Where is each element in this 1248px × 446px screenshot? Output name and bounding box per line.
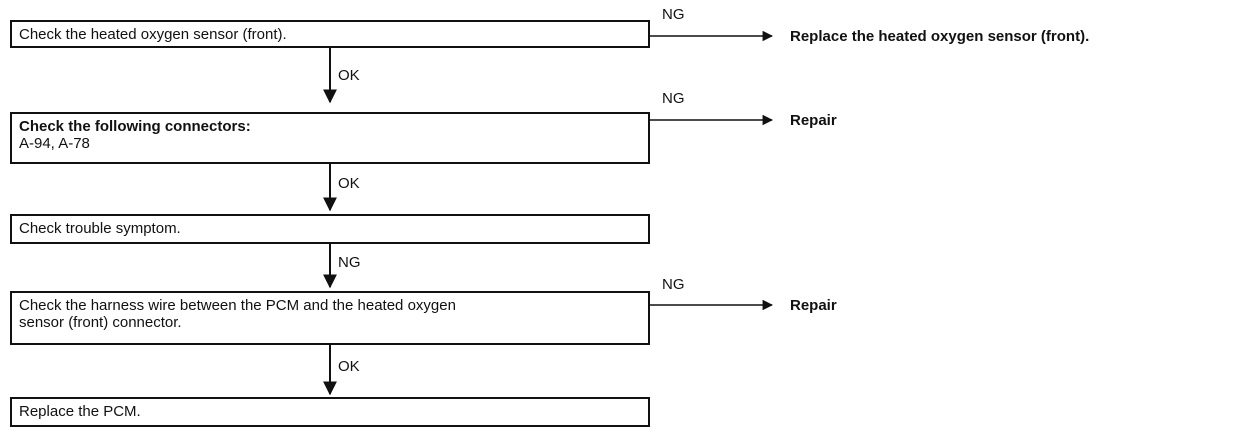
step-2-title: Check the following connectors: [19, 118, 251, 135]
step-4-line-2: sensor (front) connector. [19, 314, 182, 331]
step-box-5: Replace the PCM. [10, 397, 650, 427]
side-label-2: NG [662, 90, 685, 107]
step-4-line-1: Check the harness wire between the PCM a… [19, 297, 456, 314]
down-label-1: OK [338, 67, 360, 84]
step-3-text: Check trouble symptom. [19, 220, 181, 237]
step-1-text: Check the heated oxygen sensor (front). [19, 26, 287, 43]
step-box-2: Check the following connectors: A-94, A-… [10, 112, 650, 164]
down-label-2: OK [338, 175, 360, 192]
down-label-4: OK [338, 358, 360, 375]
step-box-3: Check trouble symptom. [10, 214, 650, 244]
step-box-1: Check the heated oxygen sensor (front). [10, 20, 650, 48]
side-label-1: NG [662, 6, 685, 23]
result-repair-2: Repair [790, 297, 837, 314]
result-repair-1: Repair [790, 112, 837, 129]
result-replace-sensor: Replace the heated oxygen sensor (front)… [790, 28, 1090, 45]
step-2-detail: A-94, A-78 [19, 135, 90, 152]
down-label-3: NG [338, 254, 361, 271]
step-box-4: Check the harness wire between the PCM a… [10, 291, 650, 345]
side-label-3: NG [662, 276, 685, 293]
step-5-text: Replace the PCM. [19, 403, 141, 420]
